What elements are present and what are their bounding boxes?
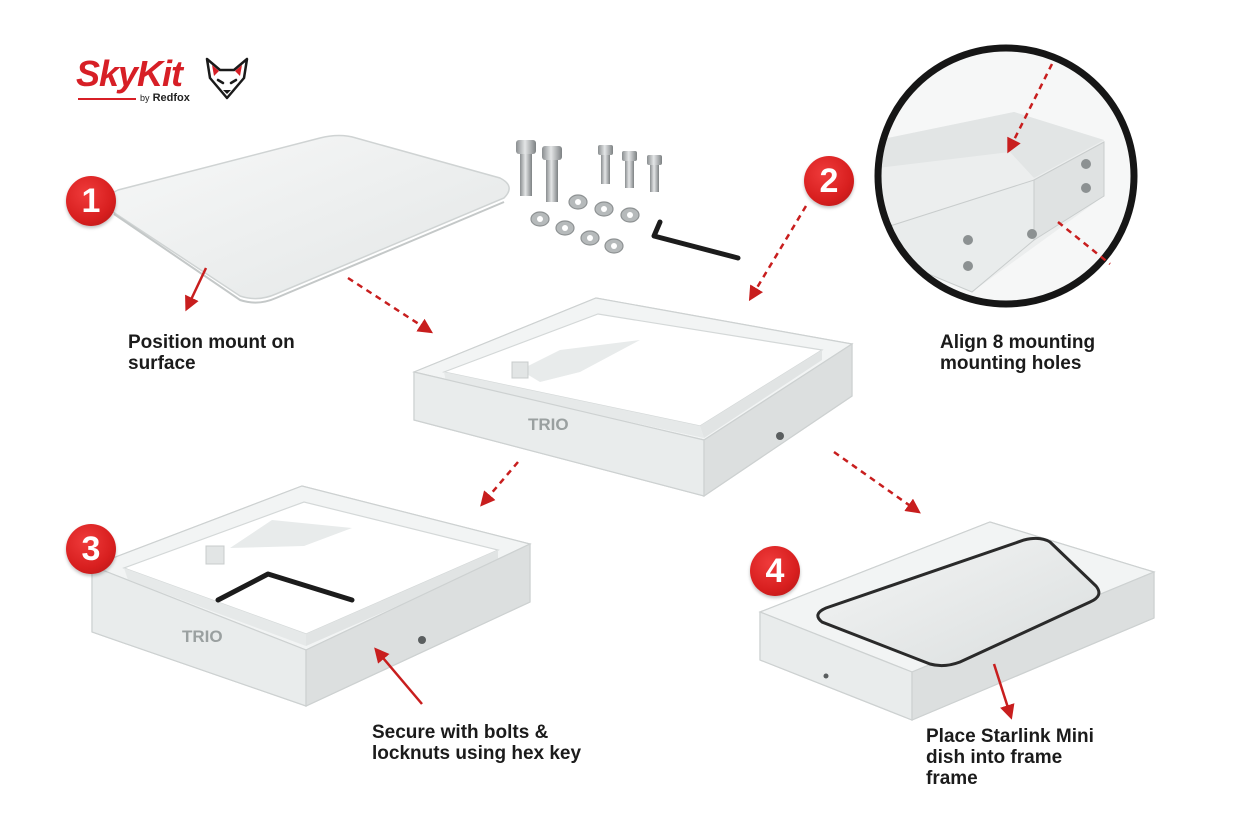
step-2-caption: Align 8 mounting mounting holes <box>940 332 1095 374</box>
step-1-caption: Position mount on surface <box>128 332 295 374</box>
step-3-caption: Secure with bolts & locknuts using hex k… <box>372 722 581 764</box>
dashed-arrow-center-to-step3 <box>484 462 518 502</box>
step-4-caption-line: frame <box>926 768 1094 789</box>
pointer-arrow-step1 <box>188 268 206 306</box>
dashed-arrow-plate-to-frame <box>348 278 428 330</box>
bolt <box>598 145 613 184</box>
product-mark-step3: TRIO <box>182 627 223 646</box>
mount-frame-center: TRIO <box>414 298 852 496</box>
step-2-caption-line: mounting holes <box>940 353 1095 374</box>
step-4-caption-line: dish into frame <box>926 747 1094 768</box>
step-3-badge: 3 <box>66 524 116 574</box>
step-2-badge: 2 <box>804 156 854 206</box>
bolt <box>542 146 562 202</box>
step-1-caption-line: Position mount on <box>128 332 295 353</box>
mounting-plate <box>106 136 509 303</box>
dashed-arrow-center-to-step4 <box>834 452 916 510</box>
hardware-kit <box>516 140 738 258</box>
step-4-badge: 4 <box>750 546 800 596</box>
detail-magnifier <box>878 48 1134 304</box>
step-3-caption-line: Secure with bolts & <box>372 722 581 743</box>
step-4-caption-line: Place Starlink Mini <box>926 726 1094 747</box>
step-1-caption-line: surface <box>128 353 295 374</box>
dashed-arrow-step2 <box>752 206 806 296</box>
step-2-caption-line: Align 8 mounting <box>940 332 1095 353</box>
product-mark-center: TRIO <box>528 415 569 434</box>
mount-frame-step3: TRIO <box>92 486 530 706</box>
mount-frame-step4 <box>760 522 1154 720</box>
step-1-badge: 1 <box>66 176 116 226</box>
bolt <box>622 151 637 188</box>
hex-key <box>654 222 738 258</box>
bolt <box>516 140 536 196</box>
bolt <box>647 155 662 192</box>
step-4-caption: Place Starlink Mini dish into frame fram… <box>926 726 1094 789</box>
step-3-caption-line: locknuts using hex key <box>372 743 581 764</box>
